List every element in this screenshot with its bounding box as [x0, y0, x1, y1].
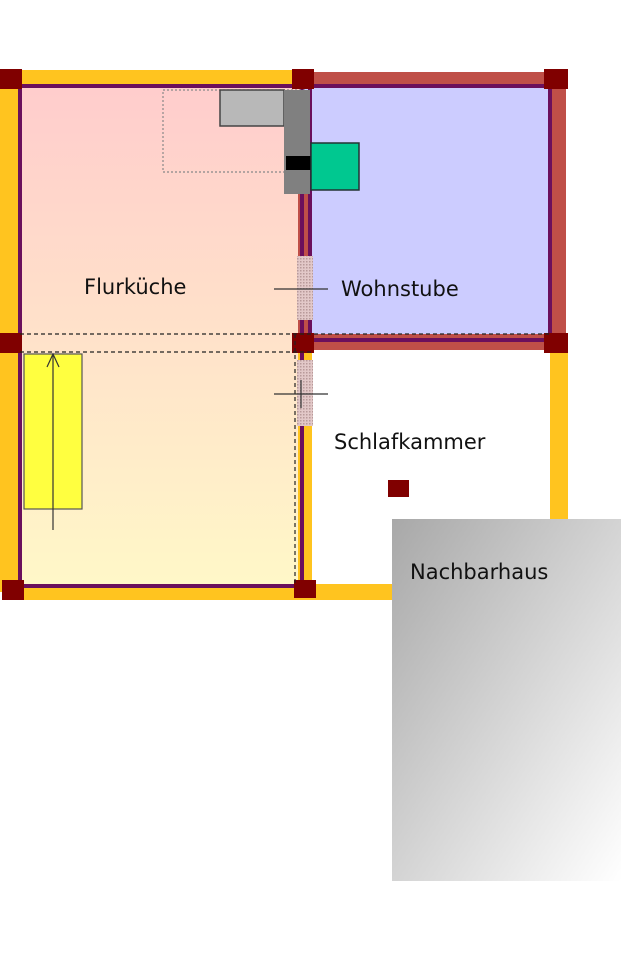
hearth-block: [219, 89, 285, 127]
bedroom-post: [388, 480, 409, 497]
post-top-left: [0, 69, 22, 89]
label-schlafkammer: Schlafkammer: [334, 430, 486, 454]
post-top-middle: [292, 69, 314, 89]
door-kitchen-living: [297, 256, 313, 320]
post-middle-center: [292, 333, 314, 353]
post-middle-right: [544, 333, 568, 353]
door-kitchen-bedroom: [297, 360, 313, 426]
wall-top-left: [10, 70, 304, 85]
wall-outline-living-room: [308, 84, 552, 342]
flurkueche-floor: [14, 80, 304, 592]
stair-arrow-head: [46, 352, 60, 368]
label-flurkueche: Flurküche: [84, 275, 186, 299]
wall-right-lower: [550, 342, 568, 520]
post-bottom-left: [2, 580, 24, 600]
tiled-stove: [310, 142, 360, 191]
post-top-right: [544, 69, 568, 89]
chimney: [284, 90, 310, 194]
label-nachbarhaus: Nachbarhaus: [410, 560, 548, 584]
label-wohnstube: Wohnstube: [341, 277, 459, 301]
wohnstube-floor: [304, 80, 556, 342]
post-bottom-middle: [294, 580, 316, 598]
nachbarhaus-block: [392, 519, 621, 881]
wall-right-upper: [548, 80, 566, 342]
post-middle-left: [0, 333, 22, 353]
wall-top-right: [304, 72, 556, 84]
stove-feed: [286, 156, 312, 170]
